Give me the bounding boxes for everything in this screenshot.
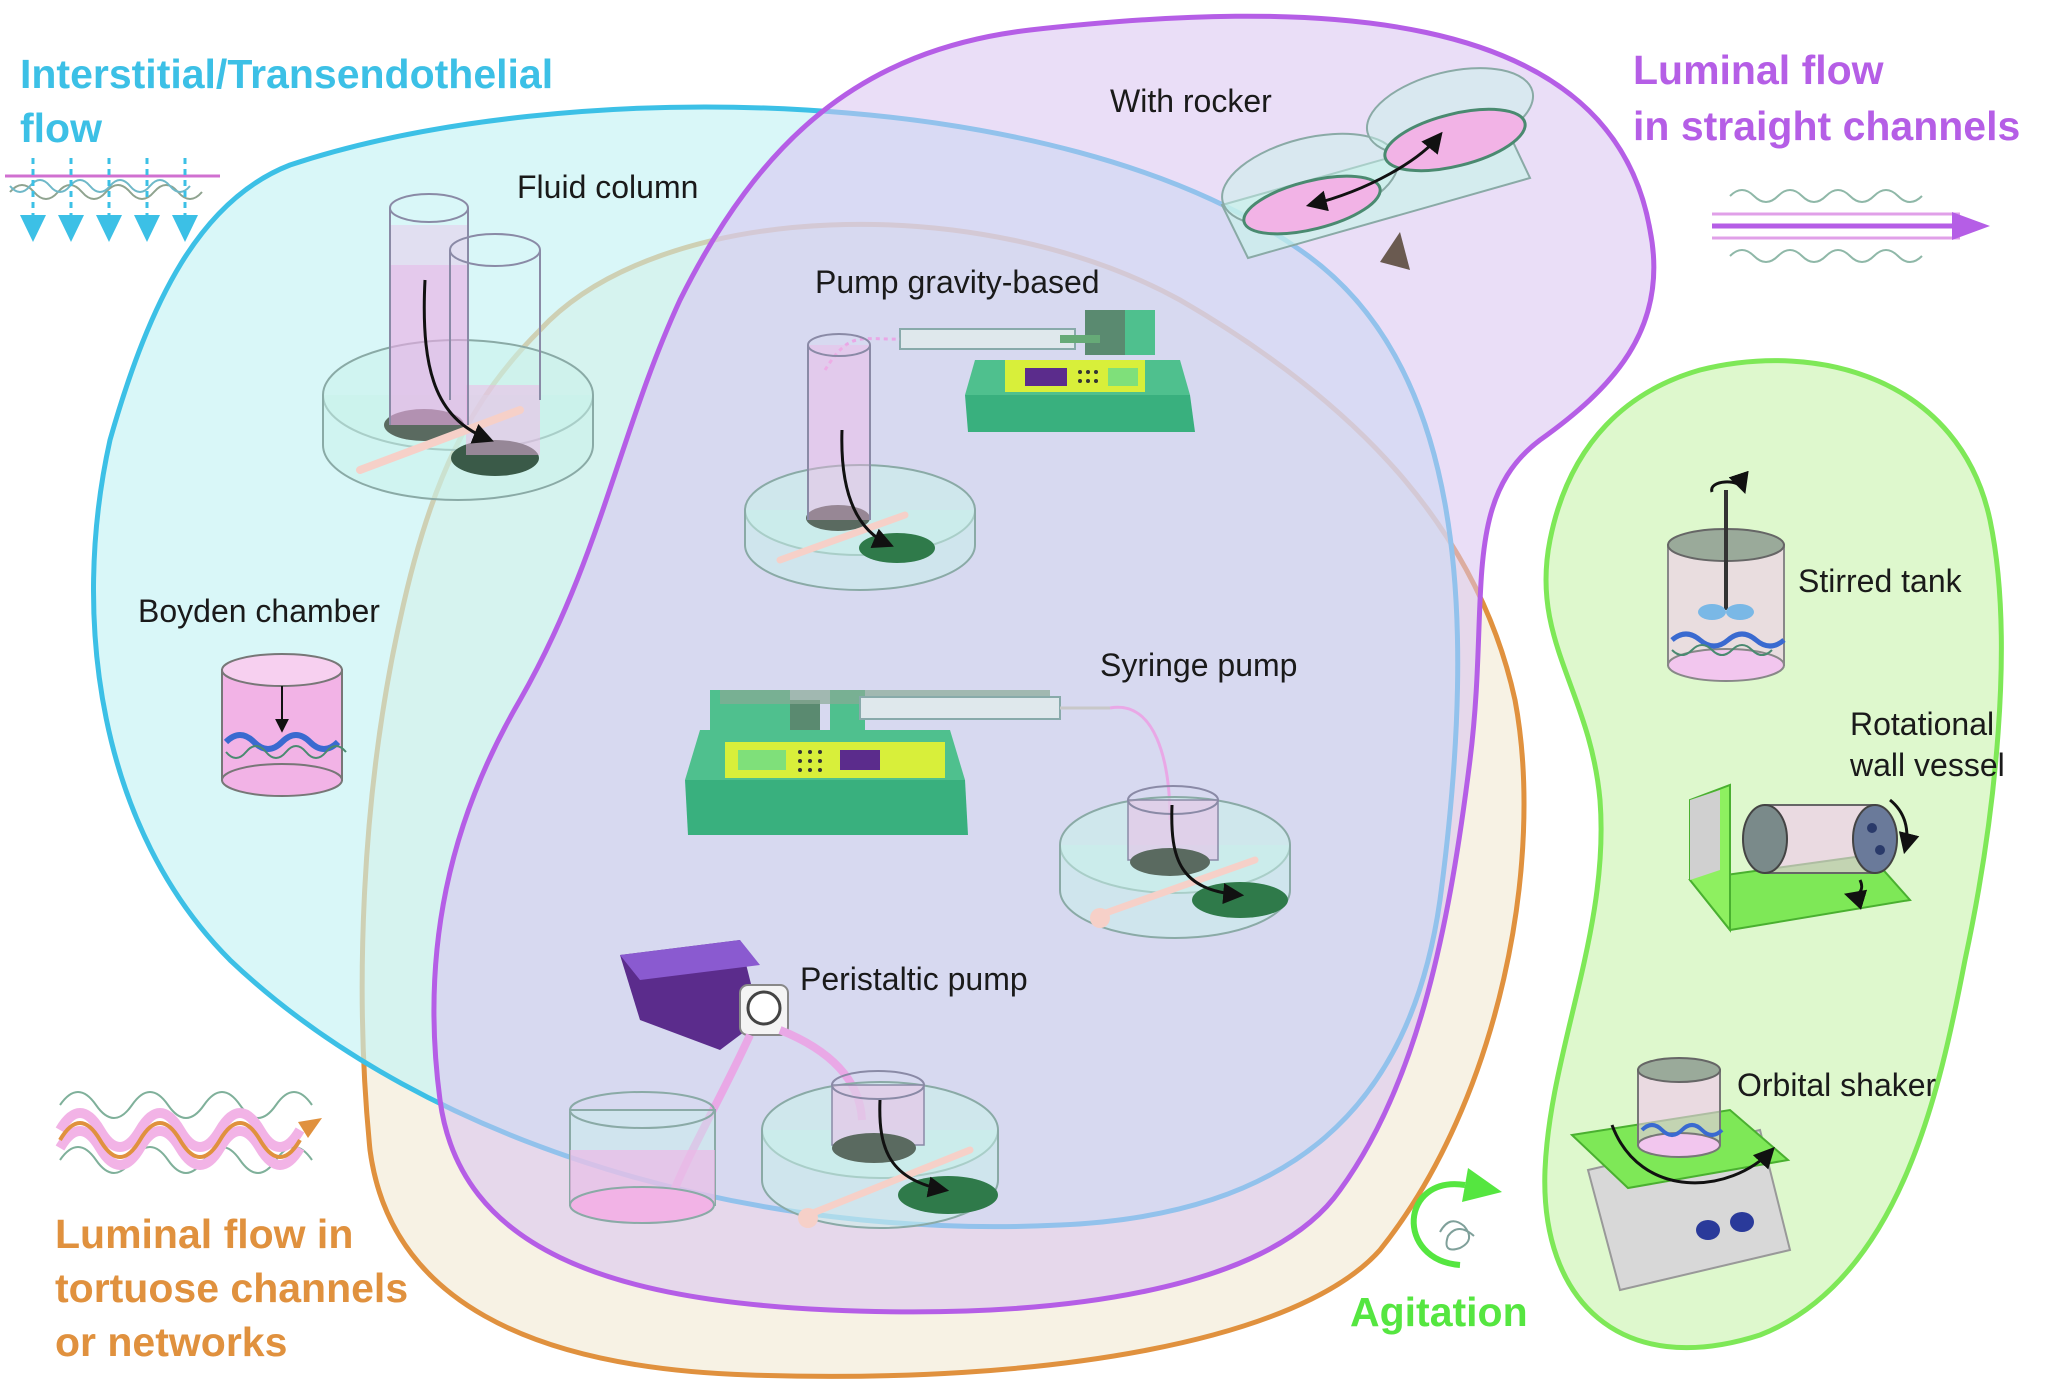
pump-gravity-label: Pump gravity-based: [815, 264, 1100, 300]
fluid-column-device: Fluid column: [322, 169, 698, 501]
category-agitation: Agitation: [1350, 1289, 1528, 1335]
syringe-pump-label: Syringe pump: [1100, 647, 1297, 683]
interstitial-flow-icon: [5, 158, 220, 242]
agitation-icon: [1410, 1168, 1502, 1268]
category-luminal-tortuose-line1: Luminal flow in: [55, 1211, 353, 1257]
category-luminal-tortuose-line3: or networks: [55, 1319, 287, 1365]
boyden-chamber-label: Boyden chamber: [138, 593, 380, 629]
peristaltic-pump-label: Peristaltic pump: [800, 961, 1028, 997]
orbital-shaker-label: Orbital shaker: [1737, 1067, 1937, 1103]
rotational-wall-vessel-label-line2: wall vessel: [1849, 747, 2005, 783]
orbital-shaker-device: Orbital shaker: [1569, 1057, 1937, 1292]
pump-gravity-device: Pump gravity-based: [744, 264, 1195, 591]
syringe-pump-device: Syringe pump: [685, 647, 1297, 939]
fluid-column-label: Fluid column: [517, 169, 698, 205]
rocker-device: With rocker: [1110, 67, 1535, 270]
category-luminal-straight-line1: Luminal flow: [1633, 47, 1884, 93]
rotational-wall-vessel-device: Rotational wall vessel: [1688, 706, 2005, 933]
stirred-tank-label: Stirred tank: [1798, 563, 1963, 599]
category-luminal-tortuose: Luminal flow in tortuose channels or net…: [55, 1211, 408, 1365]
peristaltic-pump-device: Peristaltic pump: [569, 940, 1028, 1229]
with-rocker-label: With rocker: [1110, 83, 1272, 119]
category-luminal-straight-line2: in straight channels: [1633, 103, 2020, 149]
rotational-wall-vessel-label-line1: Rotational: [1850, 706, 1994, 742]
category-luminal-tortuose-line2: tortuose channels: [55, 1265, 408, 1311]
category-interstitial-line2: flow: [20, 105, 102, 151]
category-agitation-label: Agitation: [1350, 1289, 1528, 1335]
category-interstitial-line1: Interstitial/Transendothelial: [20, 51, 553, 97]
category-interstitial: Interstitial/Transendothelial flow: [20, 51, 553, 151]
category-luminal-straight: Luminal flow in straight channels: [1633, 47, 2020, 149]
tortuose-flow-icon: [55, 1091, 322, 1174]
luminal-straight-flow-icon: [1712, 189, 1990, 263]
stirred-tank-device: Stirred tank: [1667, 470, 1963, 682]
boyden-chamber-device: Boyden chamber: [138, 593, 380, 797]
